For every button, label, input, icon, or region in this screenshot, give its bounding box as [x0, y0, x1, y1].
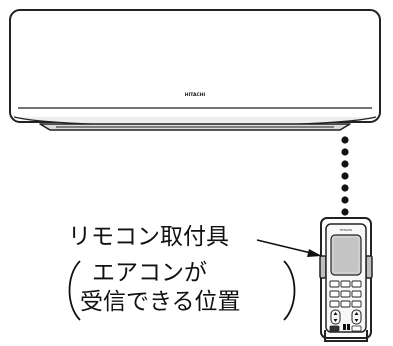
indoor-unit-logo: HITACHI [185, 92, 206, 98]
remote-logo: HITACHI [340, 228, 352, 232]
indoor-unit [9, 9, 381, 131]
note-open-paren [68, 260, 81, 321]
mount-label: リモコン取付具 [68, 224, 229, 250]
note-close-paren [283, 260, 296, 321]
remote-controller [325, 223, 367, 333]
leader-line [256, 239, 322, 257]
note-line-1: エアコンが [92, 260, 207, 286]
signal-dots [341, 136, 349, 216]
note-line-2: 受信できる位置 [80, 289, 241, 315]
